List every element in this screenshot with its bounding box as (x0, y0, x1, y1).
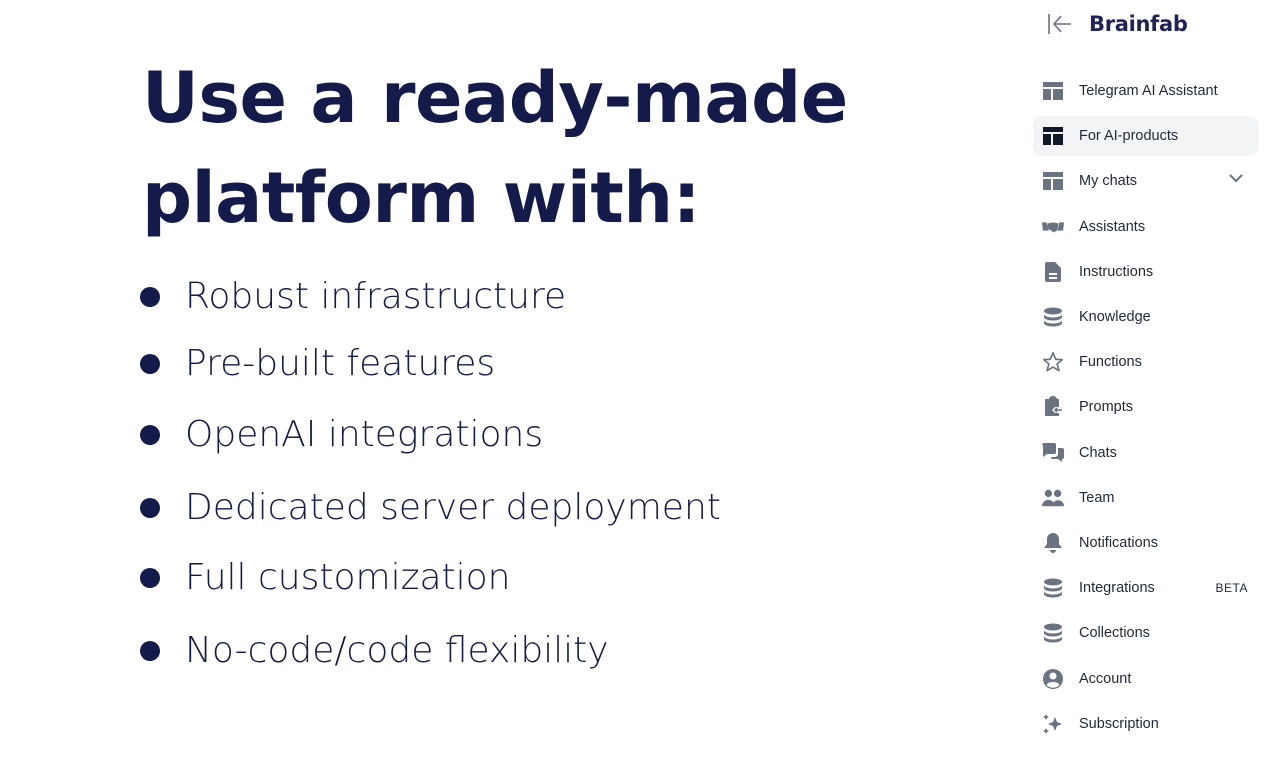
sidebar-item-label: Subscription (1079, 715, 1159, 732)
feature-item: Dedicated server deployment (140, 487, 721, 528)
database-icon (1042, 622, 1064, 644)
bullet-icon (140, 567, 160, 588)
sidebar-item-label: Functions (1079, 354, 1142, 371)
feature-item: OpenAI integrations (140, 414, 543, 455)
bullet-icon (140, 640, 160, 661)
sidebar-item-label: Team (1079, 489, 1115, 506)
feature-item: Pre-built features (140, 343, 495, 384)
sidebar-item-for-ai-products[interactable]: For AI-products (1033, 116, 1258, 157)
layout-icon (1042, 80, 1064, 102)
sidebar-item-my-chats[interactable]: My chats (1033, 161, 1258, 201)
bullet-icon (140, 286, 160, 307)
sidebar-item-instructions[interactable]: Instructions (1033, 252, 1258, 292)
sidebar-item-label: Chats (1079, 444, 1117, 461)
handshake-icon (1042, 216, 1064, 238)
sidebar-item-label: Assistants (1079, 218, 1146, 235)
bullet-icon (140, 424, 160, 445)
database-icon (1042, 577, 1064, 599)
sidebar-item-functions[interactable]: Functions (1033, 342, 1258, 382)
chevron-down-icon[interactable] (1228, 173, 1244, 183)
clipboard-icon (1042, 396, 1064, 418)
users-icon (1042, 487, 1064, 509)
brand-logo: Brainfab (1089, 12, 1188, 36)
sidebar-item-collections[interactable]: Collections (1033, 613, 1258, 653)
sidebar-item-label: Collections (1079, 625, 1150, 642)
document-icon (1042, 261, 1064, 283)
sidebar-item-label: Prompts (1079, 399, 1133, 416)
sidebar-item-prompts[interactable]: Prompts (1033, 387, 1258, 427)
sidebar-item-notifications[interactable]: Notifications (1033, 523, 1258, 563)
brand: Brainfab (1047, 12, 1188, 36)
feature-item: Full customization (140, 557, 511, 598)
sidebar-item-integrations[interactable]: Integrations BETA (1033, 568, 1258, 608)
sparkles-icon (1042, 713, 1064, 735)
layout-icon (1042, 125, 1064, 147)
sidebar-item-label: Integrations (1079, 580, 1155, 597)
collapse-sidebar-icon[interactable] (1047, 12, 1073, 36)
sidebar-item-label: Notifications (1079, 535, 1158, 551)
sidebar-item-chats[interactable]: Chats (1033, 433, 1258, 473)
sidebar-item-label: For AI-products (1079, 128, 1179, 145)
sidebar-item-label: Instructions (1079, 263, 1154, 280)
sidebar-item-label: Knowledge (1079, 309, 1151, 325)
sidebar-item-telegram-ai-assistant[interactable]: Telegram AI Assistant (1033, 71, 1258, 111)
sidebar-item-account[interactable]: Account (1033, 659, 1258, 699)
feature-item: Robust infrastructure (140, 276, 566, 317)
sidebar-item-knowledge[interactable]: Knowledge (1033, 297, 1258, 337)
beta-badge: BETA (1215, 581, 1248, 596)
database-icon (1042, 306, 1064, 328)
bullet-icon (140, 497, 160, 518)
sidebar-item-label: Account (1079, 670, 1132, 687)
user-circle-icon (1042, 668, 1064, 690)
sidebar-item-label: My chats (1079, 173, 1138, 190)
star-icon (1042, 351, 1064, 373)
layout-icon (1042, 170, 1064, 192)
sidebar-item-assistants[interactable]: Assistants (1033, 207, 1258, 247)
sidebar-item-subscription[interactable]: Subscription (1033, 704, 1258, 744)
sidebar-item-label: Telegram AI Assistant (1079, 83, 1218, 99)
bell-icon (1042, 532, 1064, 554)
chat-bubbles-icon (1042, 442, 1064, 464)
feature-item: No-code/code flexibility (140, 630, 609, 671)
sidebar-item-team[interactable]: Team (1033, 478, 1258, 518)
bullet-icon (140, 353, 160, 374)
